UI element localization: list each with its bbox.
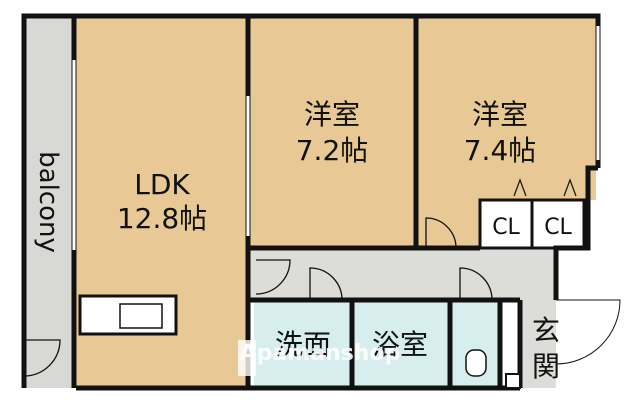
closet-1-label: CL — [492, 215, 520, 240]
bathroom-label: 浴室 — [372, 328, 428, 361]
watermark-text: Apamanshop — [240, 341, 401, 366]
ldk-size: 12.8帖 — [117, 202, 207, 235]
window-frames — [71, 26, 601, 250]
balcony-area — [24, 16, 74, 388]
western-room-1-size: 7.2帖 — [296, 134, 369, 167]
toilet-bowl — [465, 349, 487, 377]
closet-door-1 — [513, 178, 527, 197]
western-room-2-name: 洋室 — [472, 98, 528, 131]
closet-1 — [478, 198, 534, 250]
washroom-label: 洗面 — [275, 328, 331, 361]
door-swings — [23, 217, 621, 377]
western-room-2-lower — [418, 200, 480, 248]
entrance-step — [505, 373, 521, 389]
western-room-1-name: 洋室 — [304, 98, 360, 131]
entrance — [520, 300, 556, 388]
kitchen-sink — [119, 303, 163, 329]
western-room-2 — [418, 16, 596, 200]
balcony-label: balcony — [33, 151, 63, 253]
closet-2-label: CL — [544, 215, 572, 240]
ldk-name: LDK — [134, 168, 190, 201]
window-marks — [72, 26, 600, 250]
entrance-label-line2: 関 — [532, 350, 560, 383]
washroom — [254, 302, 352, 388]
hallway — [250, 248, 556, 300]
western-room-2-size: 7.4帖 — [464, 134, 537, 167]
western-room-1 — [250, 16, 416, 248]
bathroom — [354, 302, 450, 388]
closet-door-2 — [563, 178, 577, 197]
apamanshop-watermark: Apamanshop — [238, 340, 400, 376]
entrance-label-line1: 玄 — [532, 314, 560, 347]
